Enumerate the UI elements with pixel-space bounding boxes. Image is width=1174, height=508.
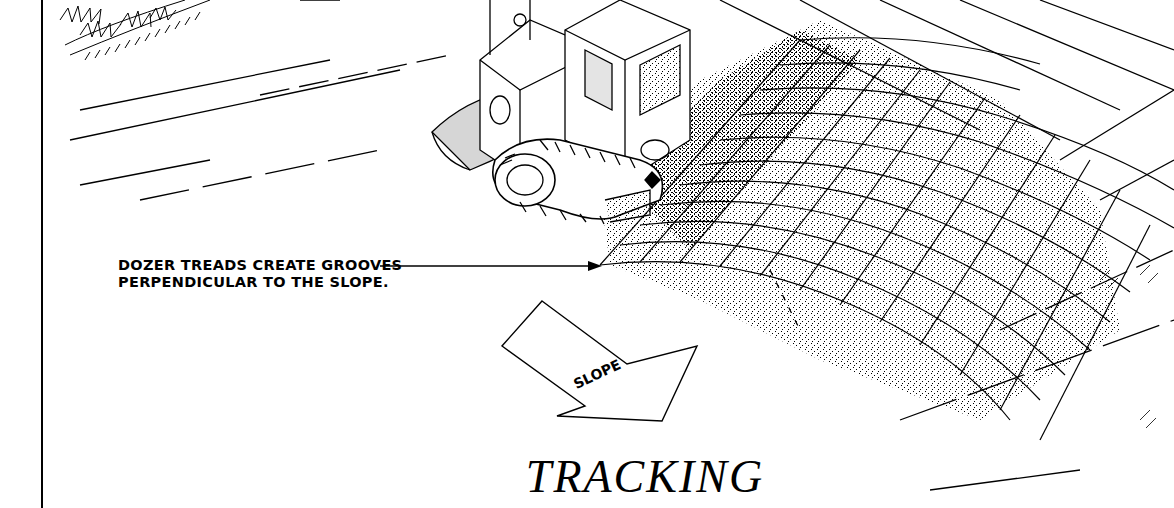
slope-arrow: SLOPE <box>497 296 707 426</box>
diagram-title: TRACKING <box>445 452 845 502</box>
arrow-outline <box>497 296 707 426</box>
arrow-shape <box>502 301 697 421</box>
leader-arrowhead <box>588 261 602 271</box>
leader-line <box>380 265 594 266</box>
callout-text: DOZER TREADS CREATE GROOVES PERPENDICULA… <box>118 257 418 291</box>
